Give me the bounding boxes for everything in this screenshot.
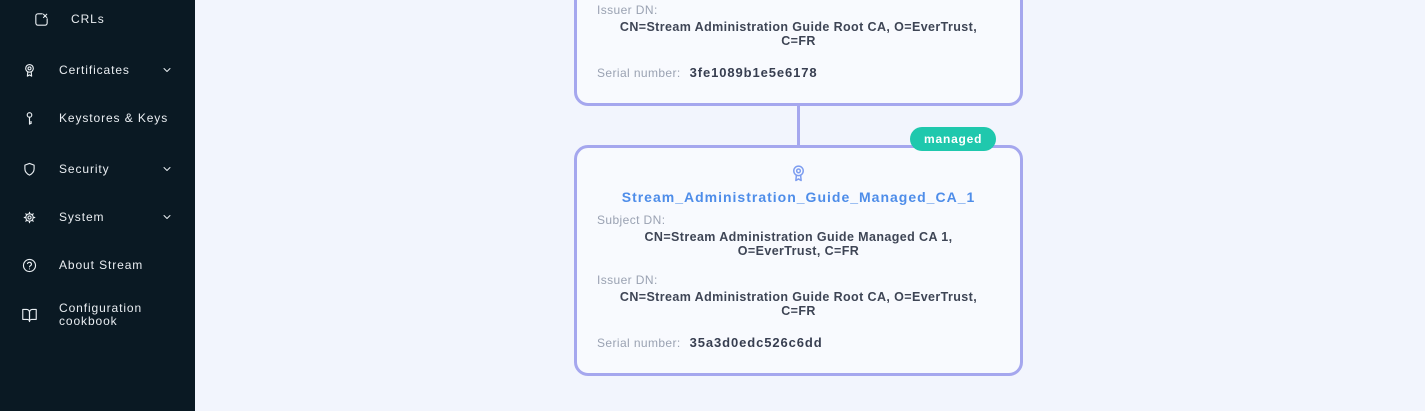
crl-icon (33, 11, 50, 28)
sidebar-item-label: CRLs (71, 11, 105, 26)
issuer-dn-line2: C=FR (781, 303, 816, 318)
serial-number-value: 35a3d0edc526c6dd (689, 335, 823, 350)
sidebar-item-configuration-cookbook[interactable]: Configuration cookbook (0, 302, 195, 328)
tree-connector-line (797, 104, 800, 147)
sidebar-item-label: Keystores & Keys (59, 110, 169, 125)
issuer-dn-label: Issuer DN: (597, 3, 658, 17)
certificate-icon (21, 62, 38, 79)
managed-ca-title[interactable]: Stream_Administration_Guide_Managed_CA_1 (621, 189, 976, 205)
serial-number-row: Serial number: 3fe1089b1e5e6178 (597, 65, 818, 80)
issuer-dn-line1: CN=Stream Administration Guide Root CA, … (619, 290, 978, 304)
sidebar-item-keystores-keys[interactable]: Keystores & Keys (0, 105, 195, 131)
sidebar-item-system[interactable]: System (0, 204, 195, 230)
book-icon (21, 307, 38, 324)
managed-ca-card-content: Stream_Administration_Guide_Managed_CA_1… (577, 148, 1020, 373)
sidebar-item-label: About Stream (59, 257, 144, 272)
issuer-dn-line2: C=FR (781, 33, 816, 48)
gear-icon (21, 209, 38, 226)
sidebar-item-label: Security (59, 161, 110, 176)
managed-status-badge: managed (910, 127, 997, 151)
serial-number-row: Serial number: 35a3d0edc526c6dd (597, 335, 823, 350)
sidebar-item-certificates[interactable]: Certificates (0, 57, 195, 83)
issuer-dn-value: CN=Stream Administration Guide Root CA, … (603, 20, 994, 48)
managed-ca-card[interactable]: Stream_Administration_Guide_Managed_CA_1… (574, 145, 1023, 376)
ca-hierarchy-canvas: Issuer DN: CN=Stream Administration Guid… (195, 0, 1425, 411)
sidebar-item-security[interactable]: Security (0, 156, 195, 182)
issuer-dn-value: CN=Stream Administration Guide Root CA, … (603, 290, 994, 318)
award-icon (577, 163, 1020, 184)
subject-dn-line1: CN=Stream Administration Guide Managed C… (644, 230, 953, 244)
chevron-down-icon[interactable] (161, 163, 173, 175)
serial-number-label: Serial number: (597, 336, 681, 350)
sidebar-item-label: Configuration cookbook (59, 301, 143, 328)
subject-dn-label: Subject DN: (597, 213, 666, 227)
shield-icon (21, 161, 38, 178)
sidebar-item-label: System (59, 209, 105, 224)
subject-dn-line2: O=EverTrust, C=FR (737, 243, 860, 258)
root-ca-card-content: Issuer DN: CN=Stream Administration Guid… (577, 0, 1020, 103)
question-icon (21, 257, 38, 274)
sidebar-item-crls[interactable]: CRLs (0, 6, 195, 32)
chevron-down-icon[interactable] (161, 211, 173, 223)
serial-number-value: 3fe1089b1e5e6178 (689, 65, 818, 80)
subject-dn-value: CN=Stream Administration Guide Managed C… (603, 230, 994, 258)
chevron-down-icon[interactable] (161, 64, 173, 76)
sidebar-item-label: Certificates (59, 62, 130, 77)
issuer-dn-line1: CN=Stream Administration Guide Root CA, … (619, 20, 978, 34)
root-ca-card[interactable]: Issuer DN: CN=Stream Administration Guid… (574, 0, 1023, 106)
key-icon (21, 110, 38, 127)
serial-number-label: Serial number: (597, 66, 681, 80)
issuer-dn-label: Issuer DN: (597, 273, 658, 287)
sidebar-item-about-stream[interactable]: About Stream (0, 252, 195, 278)
